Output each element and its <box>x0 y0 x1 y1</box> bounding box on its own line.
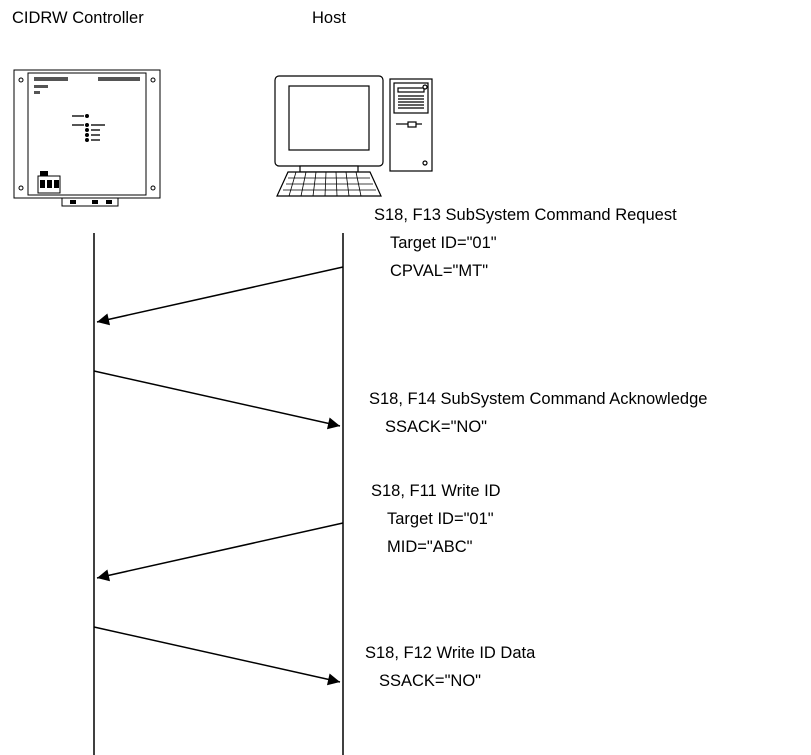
controller-label: CIDRW Controller <box>12 9 144 27</box>
message-arrow-s18f12 <box>93 626 341 686</box>
message-arrow-s18f13 <box>96 266 344 326</box>
host-label: Host <box>312 9 346 27</box>
message-param: SSACK="NO" <box>385 418 488 436</box>
message-arrow-s18f11 <box>96 522 344 582</box>
message-param: CPVAL="MT" <box>390 262 489 280</box>
cidrw-controller-device-icon <box>13 69 161 207</box>
message-arrow-s18f14 <box>93 370 341 430</box>
host-computer-icon <box>274 75 433 197</box>
message-param: MID="ABC" <box>387 538 473 556</box>
message-title: S18, F12 Write ID Data <box>365 644 536 662</box>
message-param: Target ID="01" <box>390 234 497 252</box>
message-title: S18, F14 SubSystem Command Acknowledge <box>369 390 708 408</box>
message-title: S18, F11 Write ID <box>371 482 501 500</box>
message-param: Target ID="01" <box>387 510 494 528</box>
message-param: SSACK="NO" <box>379 672 482 690</box>
message-title: S18, F13 SubSystem Command Request <box>374 206 677 224</box>
